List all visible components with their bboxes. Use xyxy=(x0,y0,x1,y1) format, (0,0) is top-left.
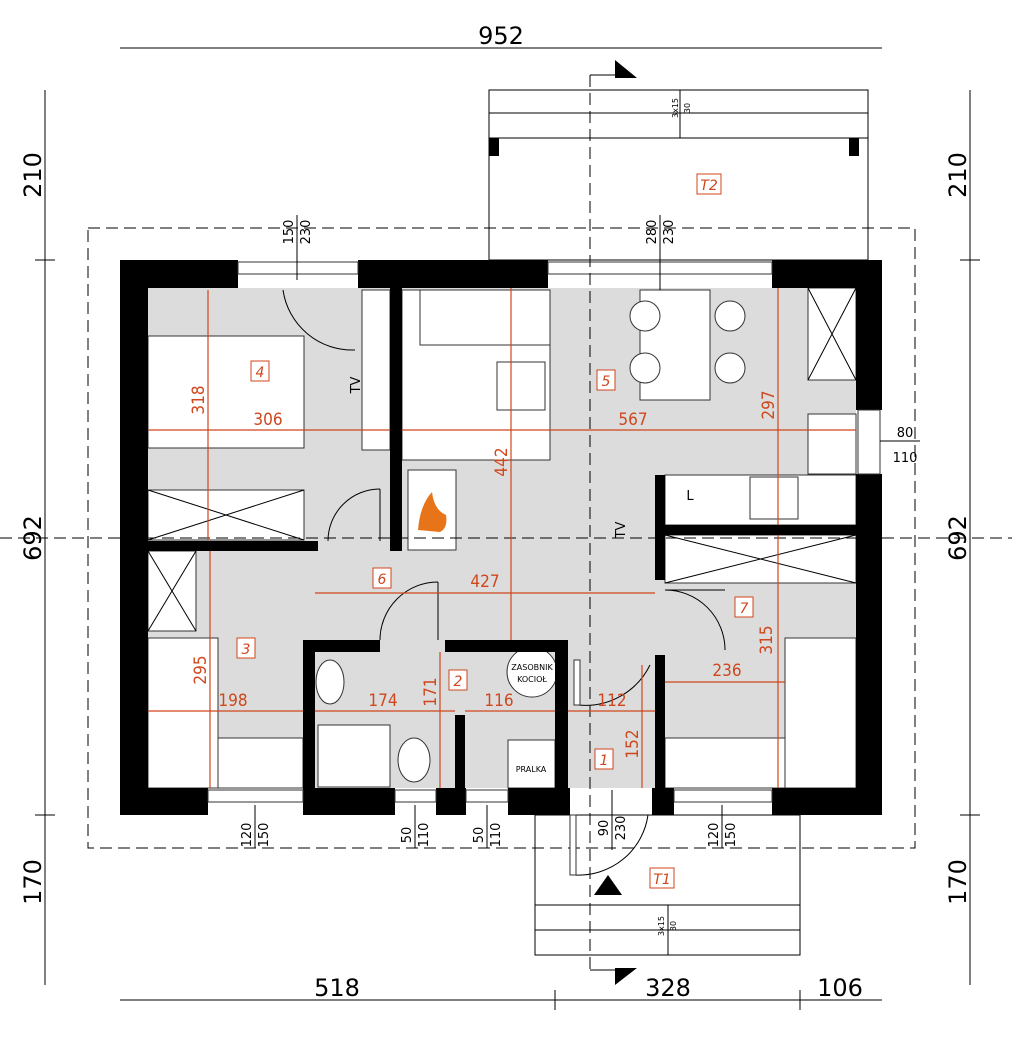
wardrobe-hall xyxy=(361,289,391,451)
room-label-4: 4 xyxy=(256,365,265,381)
toilet xyxy=(397,737,431,783)
left-dim-top: 210 xyxy=(19,152,47,198)
svg-text:150: 150 xyxy=(257,823,272,848)
svg-text:230: 230 xyxy=(662,220,677,245)
opening-dimensions: 150 230 280 230 80 110 120 150 50 110 50… xyxy=(240,98,920,936)
coffee-table xyxy=(496,361,546,411)
tv-label: TV xyxy=(349,376,364,394)
svg-text:230: 230 xyxy=(614,816,629,841)
room3-width: 198 xyxy=(218,691,247,711)
room7-depth: 315 xyxy=(757,625,777,654)
svg-text:50: 50 xyxy=(472,827,487,844)
room1-depth: 152 xyxy=(623,729,643,758)
room-labels: 4 5 3 6 2 7 1 T1 T2 xyxy=(236,173,754,889)
right-dim-mid: 692 xyxy=(944,515,972,561)
stairs-bottom-height: 30 xyxy=(669,921,678,931)
room2-depth: 171 xyxy=(421,677,441,706)
svg-text:120: 120 xyxy=(707,823,722,848)
furniture xyxy=(147,287,857,789)
room4-width: 306 xyxy=(253,410,282,430)
room-label-5: 5 xyxy=(602,374,611,390)
stairs-top-count: 3x15 xyxy=(671,98,680,118)
room6-width: 427 xyxy=(470,572,499,592)
boiler xyxy=(506,646,558,698)
bed-room4 xyxy=(147,335,305,449)
section-arrow-icon xyxy=(615,60,637,78)
svg-text:230: 230 xyxy=(299,220,314,245)
boiler-label: KOCIOŁ xyxy=(517,675,547,684)
room-label-7: 7 xyxy=(740,601,749,617)
stairs-bottom-count: 3x15 xyxy=(657,916,666,936)
overall-dimension-lines xyxy=(35,47,980,1010)
desk-room3 xyxy=(217,737,304,789)
room-label-t2: T2 xyxy=(700,178,718,194)
svg-text:50: 50 xyxy=(400,827,415,844)
svg-text:110: 110 xyxy=(893,451,918,466)
bottom-dim-3: 106 xyxy=(817,974,863,1002)
bed-room3 xyxy=(147,637,219,789)
room-label-2: 2 xyxy=(454,674,463,690)
room-label-t1: T1 xyxy=(653,872,670,888)
svg-text:120: 120 xyxy=(240,823,255,848)
room-label-3: 3 xyxy=(242,642,251,658)
doors xyxy=(282,289,726,876)
svg-text:80: 80 xyxy=(897,426,914,441)
washing-machine xyxy=(507,739,556,789)
hob xyxy=(749,476,799,520)
right-dim-top: 210 xyxy=(944,152,972,198)
room-dimension-lines xyxy=(148,288,856,788)
bottom-dim-2: 328 xyxy=(645,974,691,1002)
fire-icon xyxy=(418,492,447,532)
left-dim-bottom: 170 xyxy=(19,859,47,905)
overall-width: 952 xyxy=(478,22,524,50)
room4-depth: 318 xyxy=(189,385,209,414)
left-dim-mid: 692 xyxy=(19,515,47,561)
room-label-6: 6 xyxy=(378,572,387,588)
room3-depth: 295 xyxy=(191,655,211,684)
section-arrow-icon xyxy=(615,968,637,985)
stairs-top-height: 30 xyxy=(683,103,692,113)
room2-width: 174 xyxy=(368,691,397,711)
shower xyxy=(317,724,391,788)
bed-room7 xyxy=(784,637,857,789)
svg-text:110: 110 xyxy=(489,823,504,848)
bottom-dim-1: 518 xyxy=(314,974,360,1002)
terrace-t2 xyxy=(488,89,869,261)
room7-width: 236 xyxy=(712,661,741,681)
svg-text:110: 110 xyxy=(417,823,432,848)
svg-text:90: 90 xyxy=(597,820,612,837)
room1-width: 112 xyxy=(597,691,626,711)
boiler-width: 116 xyxy=(484,691,513,711)
room5-depth: 442 xyxy=(492,447,512,476)
desk-room7 xyxy=(664,737,786,789)
walls xyxy=(120,260,882,815)
boiler-label: ZASOBNIK xyxy=(511,663,553,672)
kitchen-depth: 297 xyxy=(759,390,779,419)
room-label-1: 1 xyxy=(600,753,609,769)
svg-text:150: 150 xyxy=(282,220,297,245)
svg-text:280: 280 xyxy=(645,220,660,245)
fridge-label: L xyxy=(686,489,694,504)
tv-label: TV xyxy=(614,521,629,539)
room5-width: 567 xyxy=(618,410,647,430)
sink xyxy=(807,413,857,475)
svg-text:150: 150 xyxy=(724,823,739,848)
washer-label: PRALKA xyxy=(516,765,547,774)
entrance-arrow-icon xyxy=(594,875,622,895)
right-dim-bottom: 170 xyxy=(944,859,972,905)
washbasin xyxy=(315,659,345,705)
roof-outline xyxy=(87,227,916,849)
